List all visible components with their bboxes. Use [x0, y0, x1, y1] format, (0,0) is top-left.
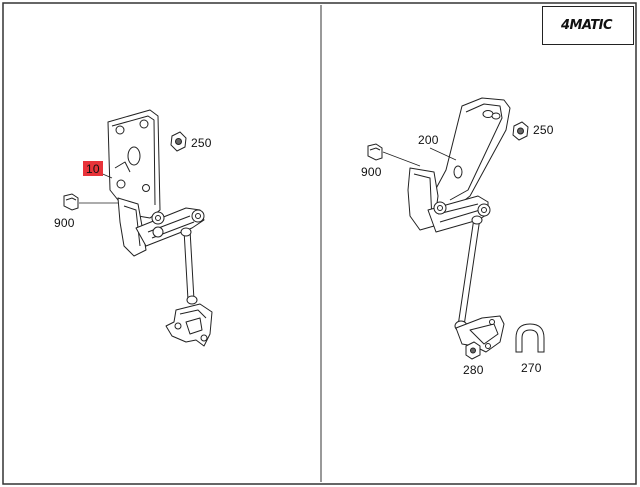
callout-900-left[interactable]: 900: [54, 216, 75, 230]
drive-badge: 4MATIC: [542, 6, 634, 45]
u-clamp-270: [515, 323, 545, 353]
coupling-rod: [183, 229, 195, 301]
callout-250-left[interactable]: 250: [191, 136, 212, 150]
coupling-rod-right: [457, 217, 481, 327]
nut-280: [465, 341, 481, 360]
left-level-sensor-assembly: [107, 109, 213, 347]
callout-200-right[interactable]: 200: [418, 133, 439, 147]
leader-lines-right: [382, 147, 457, 167]
nut-250-left: [170, 131, 187, 152]
nut-250-right: [512, 121, 529, 141]
callout-900-right[interactable]: 900: [361, 165, 382, 179]
right-level-sensor-assembly: [407, 97, 511, 353]
callout-10-left[interactable]: 10: [83, 161, 103, 176]
callout-250-right[interactable]: 250: [533, 123, 554, 137]
drive-badge-text: 4MATIC: [561, 18, 613, 33]
clip-900-right: [367, 143, 383, 161]
callout-270-right[interactable]: 270: [521, 361, 542, 375]
callout-280-right[interactable]: 280: [463, 363, 484, 377]
clip-900-left: [63, 193, 79, 211]
